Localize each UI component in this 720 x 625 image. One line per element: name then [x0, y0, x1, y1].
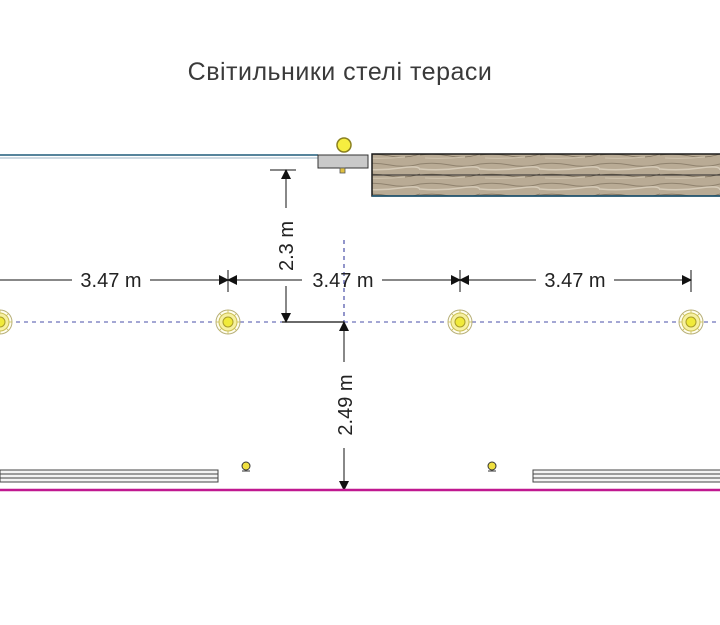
- ceiling-light-icon: [678, 309, 704, 335]
- spacing-label-1: 3.47 m: [80, 270, 141, 292]
- ceiling-light-icon: [0, 309, 13, 335]
- height-label-bottom: 2.49 m: [335, 374, 357, 435]
- floor-light-right: [487, 461, 497, 472]
- bench-left: [0, 469, 219, 483]
- height-label-top: 2.3 m: [276, 221, 298, 271]
- height-dimension-top: [270, 169, 296, 323]
- wall-light-top: [317, 137, 369, 174]
- ceiling-light-icon: [215, 309, 241, 335]
- wooden-beam: [371, 153, 720, 197]
- floor-light-left: [241, 461, 251, 472]
- bench-right: [532, 469, 720, 483]
- ceiling-light-icon: [447, 309, 473, 335]
- spacing-label-2: 3.47 m: [312, 270, 373, 292]
- spacing-label-3: 3.47 m: [544, 270, 605, 292]
- diagram-title: Світильники стелі тераси: [187, 58, 493, 86]
- spacing-dimensions: [0, 270, 692, 292]
